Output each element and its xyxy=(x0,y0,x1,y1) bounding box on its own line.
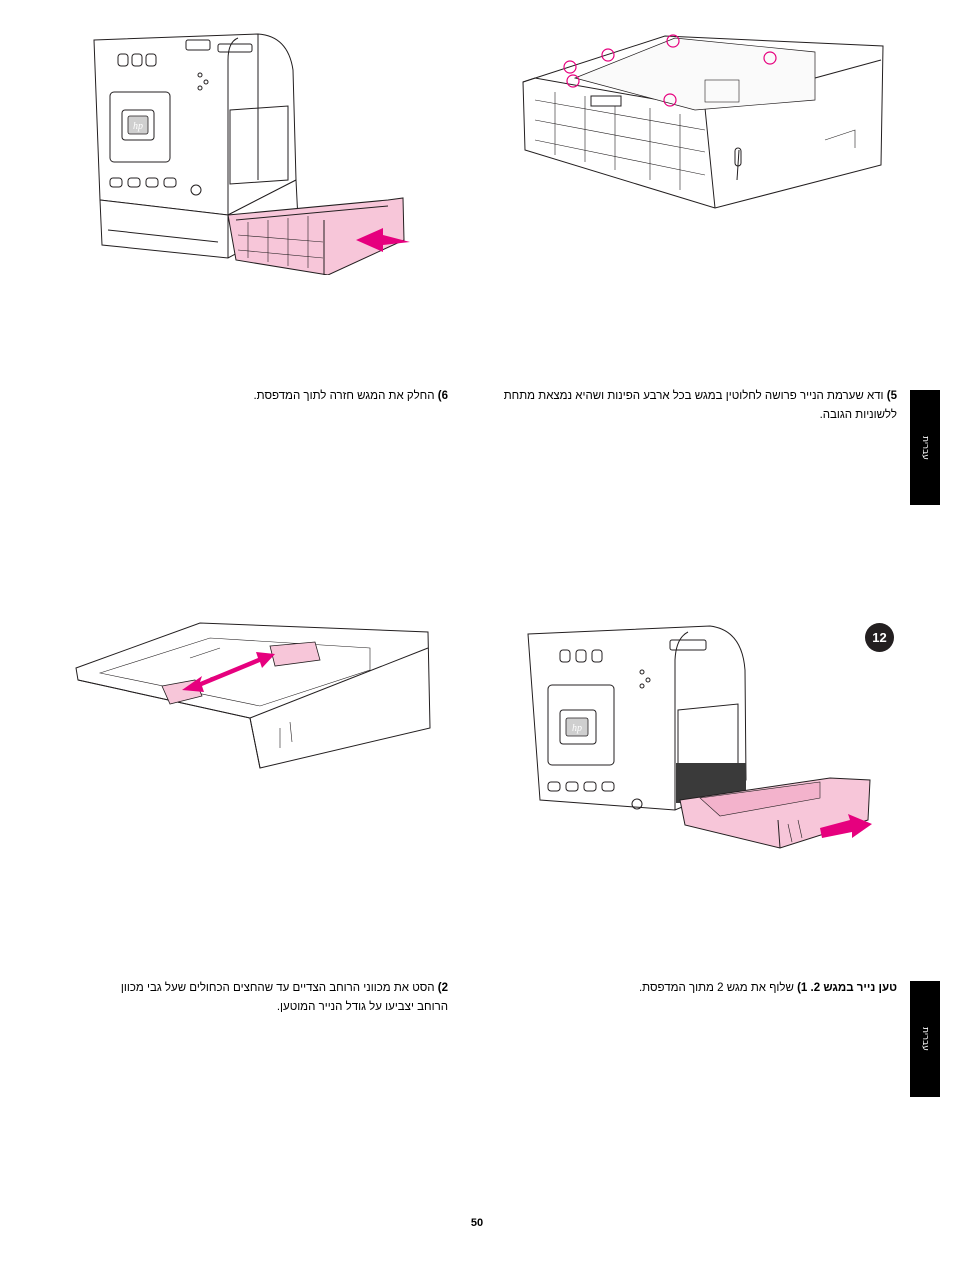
language-tab-upper: עברית xyxy=(910,390,940,505)
language-tab-label: עברית xyxy=(920,435,930,460)
hp-logo: hp xyxy=(133,121,143,132)
language-tab-lower: עברית xyxy=(910,981,940,1097)
illustration-remove-tray: hp xyxy=(520,620,880,858)
step-2-caption: 2) הסט את מכווני הרוחב הצדיים עד שהחצים … xyxy=(90,979,448,1017)
step-5-text: ודא שערמת הנייר פרושה לחלוטין במגש בכל א… xyxy=(503,390,897,421)
step-number-badge: 12 xyxy=(865,623,894,652)
step-6-number: 6) xyxy=(437,390,448,402)
step-2-number: 2) xyxy=(437,982,448,994)
step-6-text: החלק את המגש חזרה לתוך המדפסת. xyxy=(253,390,435,402)
illustration-paper-stack-check xyxy=(515,30,890,215)
step-6-caption: 6) החלק את המגש חזרה לתוך המדפסת. xyxy=(90,387,448,406)
hp-logo: hp xyxy=(572,723,582,734)
language-tab-label: עברית xyxy=(920,1027,930,1051)
illustration-width-guides xyxy=(70,618,435,770)
step-1-caption: טען נייר במגש 2. 1) שלוף את מגש 2 מתוך ה… xyxy=(495,979,897,998)
page-number: 50 xyxy=(470,1217,484,1229)
step-5-caption: 5) ודא שערמת הנייר פרושה לחלוטין במגש בכ… xyxy=(495,387,897,425)
step-5-number: 5) xyxy=(886,390,897,402)
section-title: טען נייר במגש 2. xyxy=(810,982,897,994)
step-2-text: הסט את מכווני הרוחב הצדיים עד שהחצים הכח… xyxy=(120,982,448,1013)
step-1-text: שלוף את מגש 2 מתוך המדפסת. xyxy=(638,982,794,994)
step-1-number: 1) xyxy=(797,982,808,994)
illustration-insert-tray: hp xyxy=(88,30,418,275)
